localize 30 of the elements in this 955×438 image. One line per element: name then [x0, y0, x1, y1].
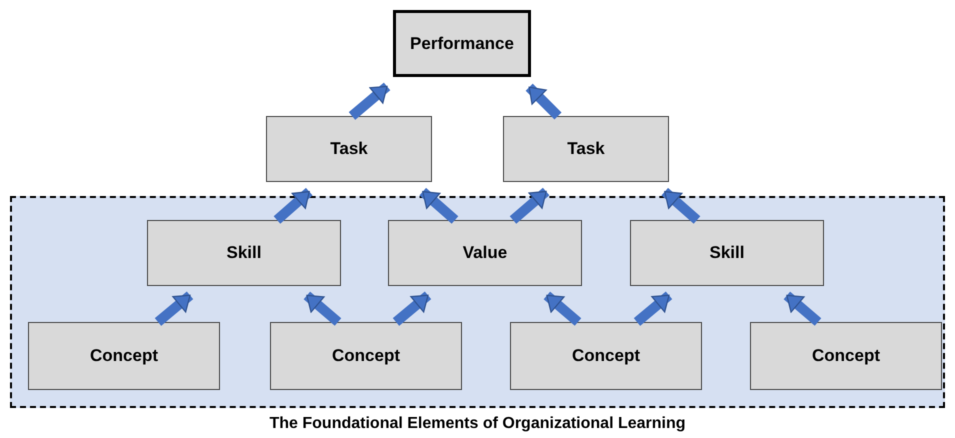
- box-label: Task: [567, 138, 605, 160]
- box-label: Value: [462, 242, 508, 264]
- process-box: [503, 116, 669, 182]
- box-label: Concept: [812, 345, 880, 368]
- box-label: Concept: [90, 345, 158, 368]
- arrow: [634, 291, 672, 326]
- arrow: [784, 292, 822, 326]
- process-box: [270, 322, 462, 390]
- box-label: Concept: [572, 345, 640, 368]
- arrow: [154, 291, 194, 326]
- arrow: [544, 292, 582, 326]
- process-box: [750, 322, 942, 390]
- process-box: [510, 322, 702, 390]
- arrow: [526, 84, 562, 120]
- dashed-band: [10, 196, 945, 408]
- box-label: Concept: [332, 345, 400, 368]
- caption: The Foundational Elements of Organizational Learning: [269, 415, 686, 432]
- box-label: Performance: [410, 32, 514, 55]
- process-box: [147, 220, 341, 286]
- arrow: [348, 82, 390, 120]
- arrow: [392, 291, 432, 326]
- box-label: Skill: [226, 242, 262, 264]
- box-label: Task: [330, 138, 368, 160]
- process-box: [28, 322, 220, 390]
- box-label: Skill: [710, 242, 744, 264]
- arrow: [304, 292, 342, 326]
- process-box: [388, 220, 582, 286]
- process-box: [393, 10, 531, 77]
- process-box: [630, 220, 824, 286]
- process-box: [266, 116, 432, 182]
